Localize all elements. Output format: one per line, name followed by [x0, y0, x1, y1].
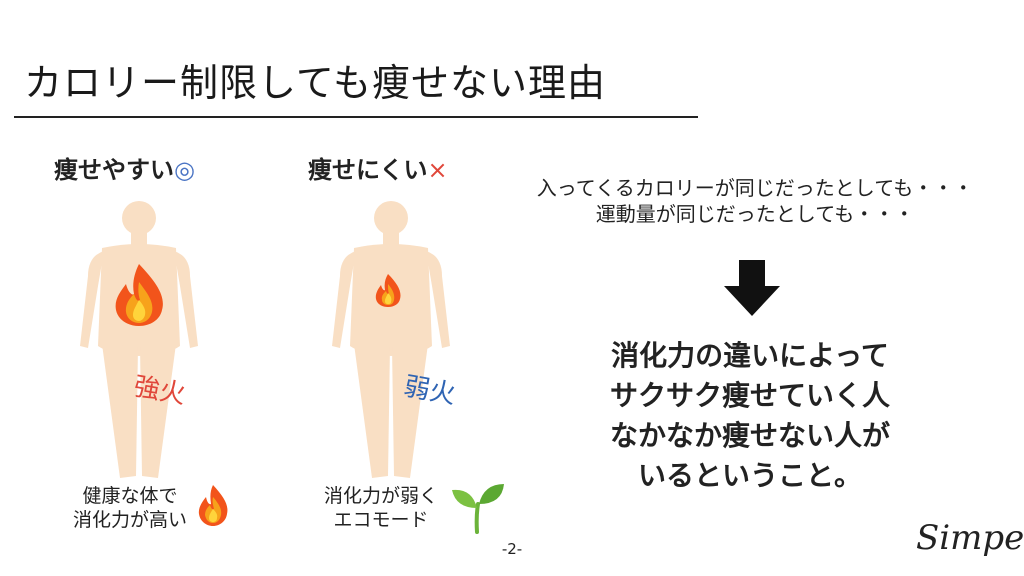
condition-line2: 運動量が同じだったとしても・・・ [595, 202, 915, 226]
human-silhouette-icon [80, 201, 198, 478]
left-panel-heading: 痩せやすい◎ [54, 150, 195, 185]
flame-icon [115, 264, 163, 326]
right-caption: 消化力が弱く エコモード [306, 484, 456, 532]
double-circle-mark: ◎ [174, 156, 195, 184]
left-caption: 健康な体で 消化力が高い [50, 484, 210, 532]
left-caption-line2: 消化力が高い [72, 509, 187, 531]
arrow-down-icon [724, 260, 780, 316]
conclusion-line4: いるということ。 [637, 459, 862, 492]
condition-line1: 入ってくるカロリーが同じだったとしても・・・ [536, 176, 974, 200]
right-heading-text: 痩せにくい [308, 156, 428, 184]
right-caption-line2: エコモード [333, 509, 429, 531]
left-caption-line1: 健康な体で [82, 485, 178, 507]
right-caption-line1: 消化力が弱く [323, 485, 438, 507]
left-heading-text: 痩せやすい [54, 156, 174, 184]
human-silhouette-icon [332, 201, 450, 478]
flame-icon [198, 485, 228, 526]
right-panel-heading: 痩せにくい× [308, 150, 448, 185]
flame-icon [375, 274, 401, 307]
brand-logo: Simpet [916, 518, 1024, 558]
conclusion-text: 消化力の違いによって サクサク痩せていく人 なかなか痩せない人が いるということ… [600, 336, 900, 496]
slide-title: カロリー制限しても痩せない理由 [24, 61, 606, 105]
conclusion-line2: サクサク痩せていく人 [609, 379, 890, 412]
conditions-text: 入ってくるカロリーが同じだったとしても・・・ 運動量が同じだったとしても・・・ [500, 175, 1010, 227]
conclusion-line1: 消化力の違いによって [611, 339, 889, 372]
cross-mark: × [427, 156, 448, 184]
title-underline [14, 116, 698, 118]
sprout-icon [452, 484, 504, 534]
conclusion-line3: なかなか痩せない人が [609, 419, 890, 452]
page-number: -2- [501, 540, 523, 558]
